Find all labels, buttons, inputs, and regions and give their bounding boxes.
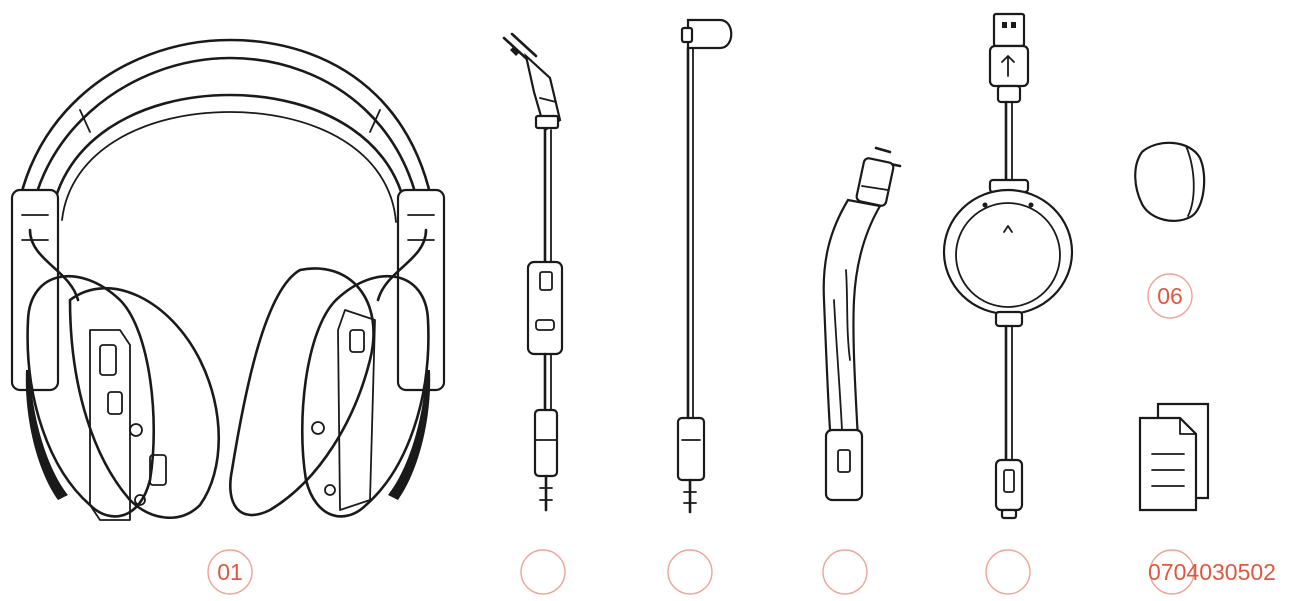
callout-label-documents: 0704030502 bbox=[1148, 559, 1276, 585]
callout-04 bbox=[822, 549, 868, 595]
callout-07: 0704030502 bbox=[1148, 549, 1276, 595]
callout-02 bbox=[520, 549, 566, 595]
documents-illustration bbox=[1138, 402, 1210, 512]
callout-05 bbox=[985, 549, 1031, 595]
callout-03 bbox=[667, 549, 713, 595]
usb-dongle-cable-illustration bbox=[942, 12, 1074, 520]
headset-illustration bbox=[10, 38, 446, 521]
callout-06: 06 bbox=[1147, 273, 1193, 319]
thin-cable-illustration bbox=[676, 18, 733, 514]
callout-label-windscreen: 06 bbox=[1157, 283, 1183, 309]
foam-windscreen-illustration bbox=[1134, 141, 1206, 222]
boom-mic-illustration bbox=[822, 146, 902, 502]
callout-01: 01 bbox=[207, 549, 253, 595]
inline-control-cable-illustration bbox=[502, 32, 564, 512]
callout-label-headset: 01 bbox=[217, 559, 243, 585]
